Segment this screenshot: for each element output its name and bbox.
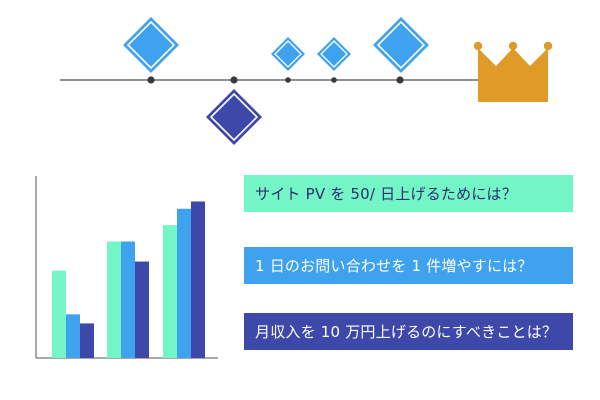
bar-chart	[35, 176, 218, 359]
question-text: 1 日のお問い合わせを 1 件増やすには？	[255, 257, 533, 275]
diamond-icon	[123, 17, 179, 73]
chart-bar	[121, 241, 135, 358]
timeline-dot	[331, 77, 337, 83]
chart-bar	[66, 314, 80, 358]
chart-bar	[177, 208, 191, 358]
chart-bar	[52, 270, 66, 358]
diamond-icon	[206, 89, 262, 145]
chart-bar	[135, 261, 149, 358]
timeline-dot	[285, 77, 291, 83]
question-bar-pv: サイト PV を 50/ 日上げるためには？	[244, 175, 573, 212]
question-bar-income: 月収入を 10 万円上げるのにすべきことは？	[244, 313, 573, 350]
diamond-icon	[317, 37, 351, 71]
crown-icon	[473, 41, 553, 102]
diamond-icon	[373, 17, 429, 73]
question-text: サイト PV を 50/ 日上げるためには？	[255, 185, 517, 203]
diamond-icon	[271, 37, 305, 71]
question-text: 月収入を 10 万円上げるのにすべきことは？	[255, 323, 558, 341]
chart-bar	[191, 201, 205, 358]
timeline-illustration	[60, 17, 553, 145]
chart-bar	[163, 225, 177, 358]
chart-bar	[107, 241, 121, 358]
timeline-dot	[147, 76, 155, 84]
timeline-dot	[230, 76, 238, 84]
question-bar-inquiries: 1 日のお問い合わせを 1 件増やすには？	[244, 247, 573, 284]
timeline-dot	[396, 76, 404, 84]
chart-bar	[80, 323, 94, 358]
